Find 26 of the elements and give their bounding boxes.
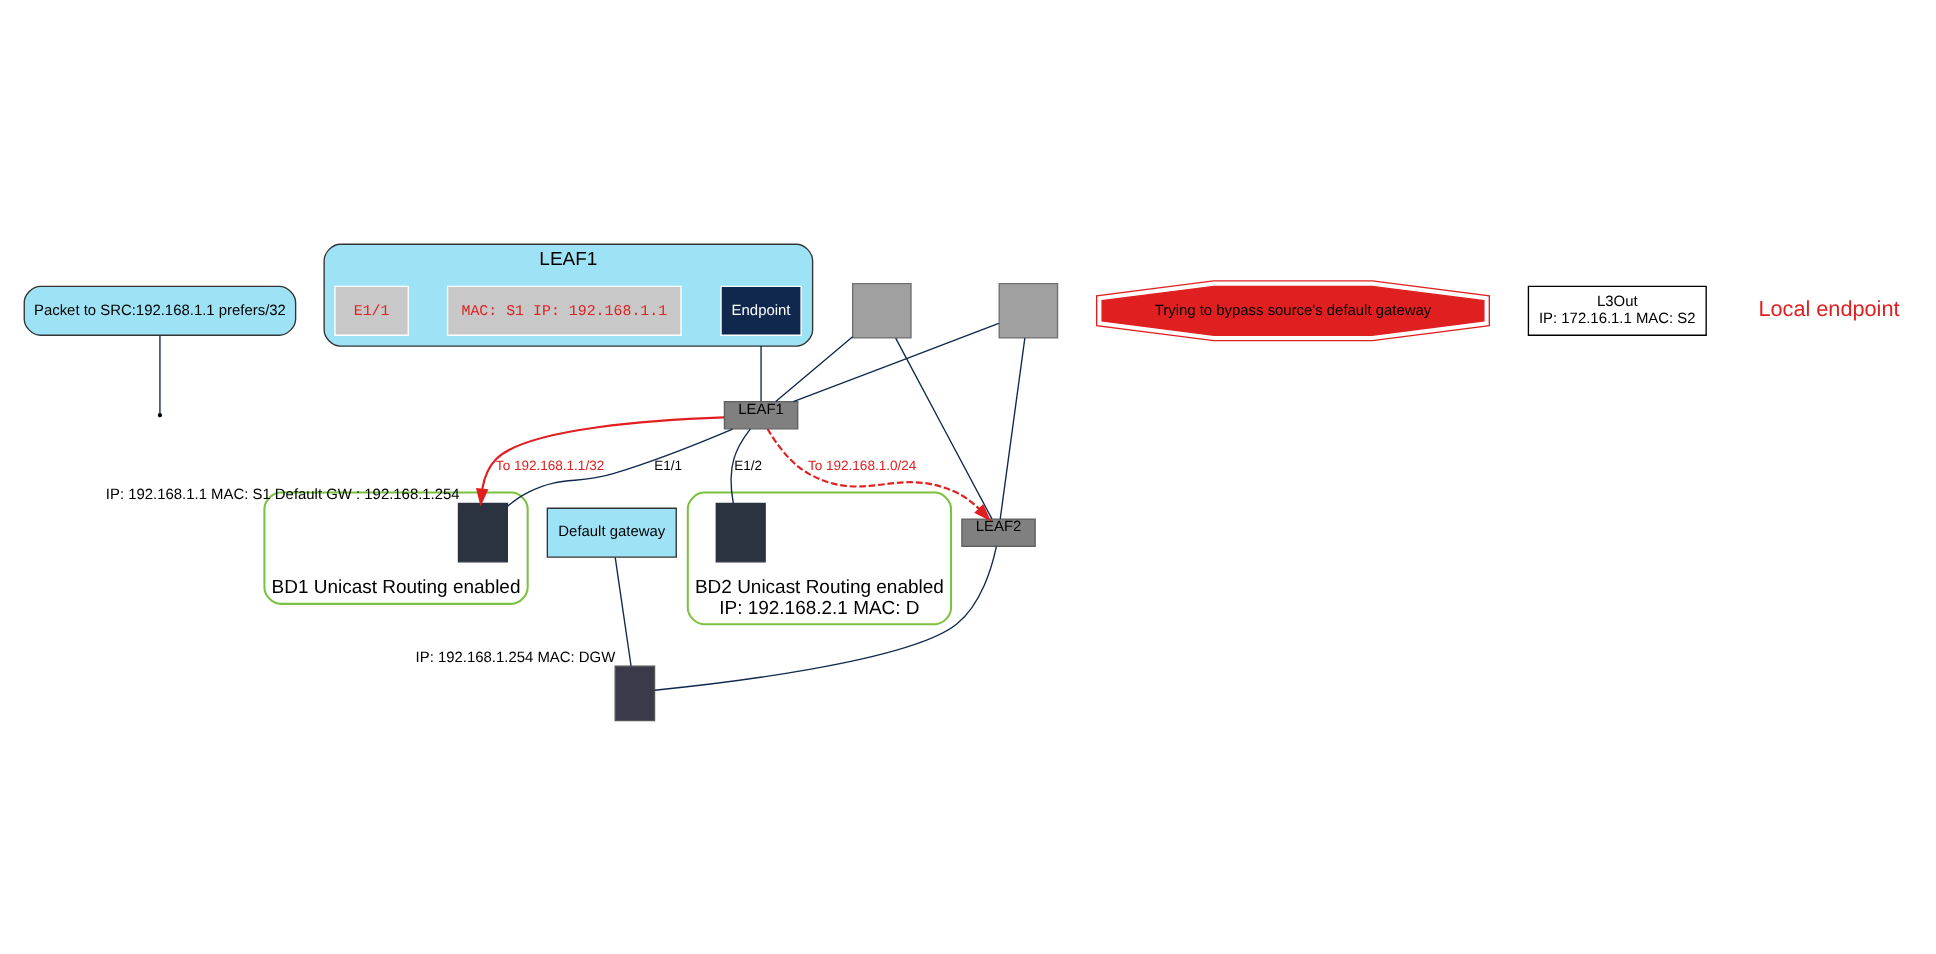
connector — [792, 322, 1000, 403]
connector — [775, 336, 854, 403]
connector — [760, 345, 762, 402]
arrow — [476, 416, 725, 507]
connector — [895, 337, 993, 520]
connector — [999, 337, 1026, 520]
connector — [653, 546, 997, 691]
node-box — [715, 502, 766, 563]
node-box: Endpoint — [720, 285, 802, 336]
arrow — [766, 428, 992, 522]
node-box — [614, 665, 656, 722]
node-label: IP: 192.168.1.254 MAC: DGW — [415, 647, 616, 666]
node-box: Default gateway — [546, 507, 677, 558]
node-box — [852, 282, 912, 339]
node-box — [998, 282, 1059, 339]
label: Local endpoint — [1758, 297, 1900, 322]
connector — [614, 556, 632, 667]
connector — [159, 334, 161, 415]
connector — [730, 428, 752, 504]
node-box — [457, 502, 508, 563]
node-box: LEAF2 — [961, 518, 1036, 547]
cluster: BD2 Unicast Routing enabled IP: 192.168.2.1 MAC: D — [686, 491, 953, 626]
node-box: Packet to SRC:192.168.1.1 prefers/32 — [23, 285, 297, 336]
node-box: L3Out IP: 172.16.1.1 MAC: S2 — [1527, 285, 1707, 336]
connector — [506, 428, 734, 508]
node-box: LEAF1 — [723, 401, 799, 430]
